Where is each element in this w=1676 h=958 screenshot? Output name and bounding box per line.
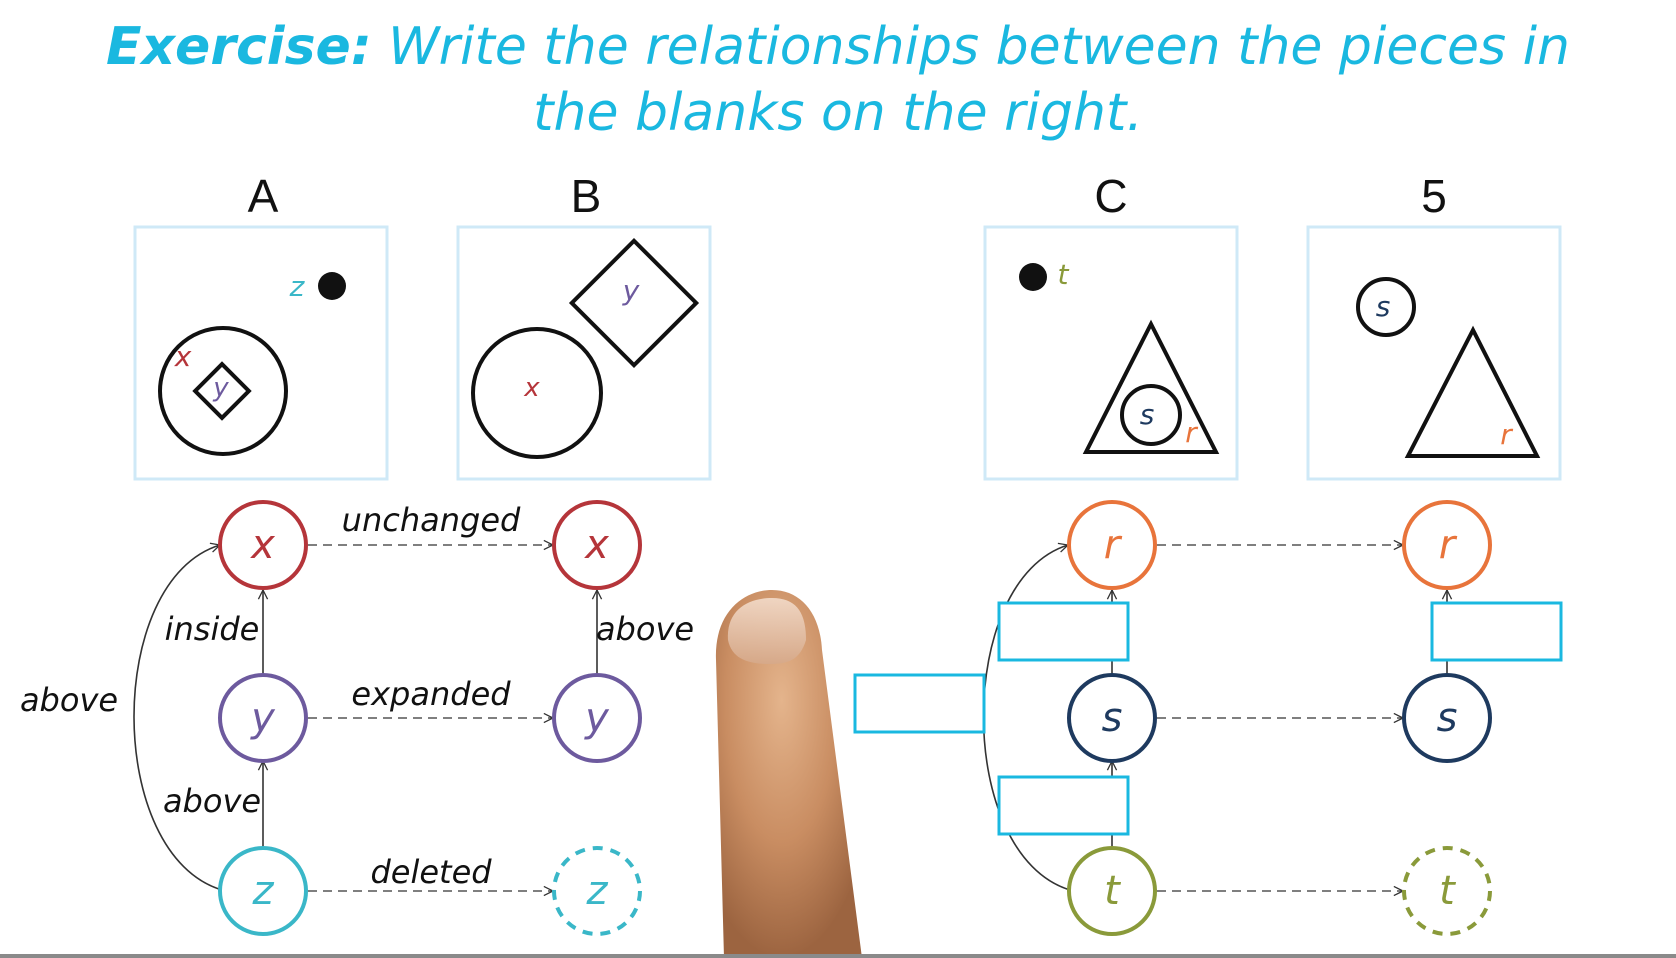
label-deleted: deleted bbox=[370, 853, 492, 891]
answer-blank-cs-cr[interactable] bbox=[997, 601, 1130, 662]
panel-label-5: 5 bbox=[1421, 170, 1447, 222]
label-unchanged: unchanged bbox=[342, 501, 521, 539]
panel-5-frame bbox=[1306, 225, 1562, 481]
panel-a-circle-x bbox=[158, 326, 288, 456]
panel-5-label-s: s bbox=[1376, 290, 1391, 323]
panel-b-frame bbox=[456, 225, 712, 481]
panel-c-dot-t bbox=[1019, 263, 1047, 291]
panel-c-label-r: r bbox=[1185, 416, 1198, 449]
label-inside: inside bbox=[165, 610, 260, 648]
panel-a-label-z: z bbox=[289, 270, 306, 303]
panel-b-circle-x bbox=[471, 327, 603, 459]
node-b-x bbox=[552, 500, 642, 590]
node-b-y-label: y bbox=[584, 695, 610, 741]
node-5-s-label: s bbox=[1437, 695, 1458, 741]
panel-5-label-r: r bbox=[1500, 418, 1513, 451]
panel-a-label-x: x bbox=[174, 340, 192, 373]
label-above-b: above bbox=[596, 610, 694, 648]
panel-a-label-y: y bbox=[212, 373, 229, 403]
panel-c-frame bbox=[983, 225, 1239, 481]
panel-a-dot-z bbox=[318, 272, 346, 300]
node-b-y bbox=[552, 673, 642, 763]
node-c-r bbox=[1067, 500, 1157, 590]
title-line-1: Exercise: Write the relationships betwee… bbox=[0, 14, 1676, 80]
title-text-1: Write the relationships between the piec… bbox=[388, 17, 1570, 77]
node-5-r bbox=[1402, 500, 1492, 590]
node-c-r-label: r bbox=[1104, 522, 1123, 568]
node-c-s bbox=[1067, 673, 1157, 763]
node-b-x-label: x bbox=[583, 522, 609, 568]
panel-c-label-t: t bbox=[1058, 258, 1070, 291]
bottom-edge-bar bbox=[0, 954, 1676, 958]
panel-label-a: A bbox=[248, 170, 279, 222]
edge-az-ax-curve bbox=[133, 545, 223, 891]
title-lead: Exercise: bbox=[105, 17, 372, 77]
panel-b-label-x: x bbox=[523, 373, 540, 403]
panel-5-triangle-r bbox=[1404, 325, 1541, 458]
title-line-2: the blanks on the right. bbox=[533, 83, 1143, 143]
panel-label-c: C bbox=[1094, 170, 1127, 222]
label-expanded: expanded bbox=[351, 675, 511, 713]
finger-shape bbox=[715, 590, 862, 958]
node-5-t bbox=[1402, 846, 1492, 936]
panel-a: x y z bbox=[158, 270, 346, 456]
panel-b: x y bbox=[471, 237, 700, 459]
panel-c-triangle-r bbox=[1082, 319, 1220, 454]
node-a-x bbox=[218, 500, 308, 590]
label-above-zx: above bbox=[20, 681, 118, 719]
panel-label-b: B bbox=[571, 170, 602, 222]
pointing-finger-image bbox=[715, 590, 862, 958]
node-c-t-label: t bbox=[1104, 868, 1121, 914]
node-a-x-label: x bbox=[249, 522, 275, 568]
label-above-yz: above bbox=[163, 782, 261, 820]
exercise-title: Exercise: Write the relationships betwee… bbox=[0, 14, 1676, 146]
panel-5-circle-s bbox=[1356, 277, 1416, 337]
panel-b-label-y: y bbox=[622, 274, 640, 307]
panel-b-diamond-y bbox=[568, 237, 700, 369]
node-5-r-label: r bbox=[1439, 522, 1458, 568]
node-5-s bbox=[1402, 673, 1492, 763]
node-c-s-label: s bbox=[1102, 695, 1123, 741]
answer-blank-ct-cs[interactable] bbox=[997, 775, 1130, 836]
node-a-y bbox=[218, 673, 308, 763]
node-5-t-label: t bbox=[1439, 868, 1456, 914]
edge-ct-cr-curve bbox=[982, 545, 1071, 891]
answer-blank-5s-5r[interactable] bbox=[1430, 601, 1563, 662]
node-b-z bbox=[552, 846, 642, 936]
node-a-y-label: y bbox=[250, 695, 276, 741]
node-c-t bbox=[1067, 846, 1157, 936]
finger-nail bbox=[727, 598, 806, 664]
panel-c: t s r bbox=[1019, 258, 1220, 454]
panel-5: s r bbox=[1356, 277, 1541, 458]
node-a-z bbox=[218, 846, 308, 936]
panel-c-label-s: s bbox=[1140, 398, 1155, 431]
node-b-z-label: z bbox=[586, 868, 609, 914]
panel-c-circle-s bbox=[1120, 384, 1182, 446]
answer-blank-ct-cr[interactable] bbox=[853, 673, 986, 734]
node-a-z-label: z bbox=[252, 868, 275, 914]
panel-a-diamond-y bbox=[192, 361, 252, 421]
panel-a-frame bbox=[133, 225, 389, 481]
